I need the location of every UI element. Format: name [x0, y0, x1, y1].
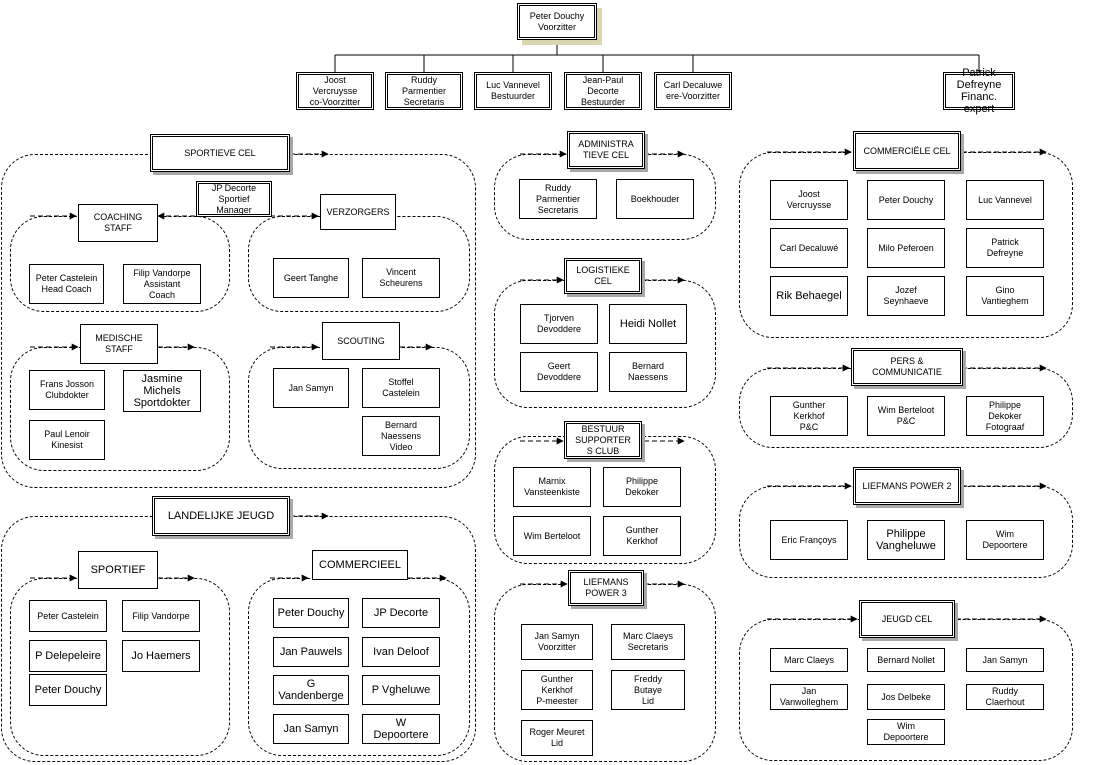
admin-member-box: Boekhouder: [616, 179, 694, 219]
power3-member-box: Marc Claeys Secretaris: [611, 624, 685, 660]
youth-cell-member-box: Jan Samyn: [966, 648, 1044, 672]
youth-commercial-box: Jan Samyn: [273, 714, 349, 744]
commercial-member-box: Milo Peferoen: [867, 228, 945, 268]
medical-member-box: Jasmine Michels Sportdokter: [123, 370, 201, 412]
youth-sportief-box: Jo Haemers: [122, 640, 200, 672]
youth-cell-member-box: Jan Vanwolleghem: [770, 684, 848, 710]
power3-member-box: Jan Samyn Voorzitter: [521, 624, 593, 660]
liefmans-power-2-title: LIEFMANS POWER 2: [853, 467, 961, 505]
board-member-box: Carl Decaluwe ere-Voorzitter: [654, 72, 732, 110]
commercial-member-box: Luc Vannevel: [966, 180, 1044, 220]
power2-member-box: Eric Françoys: [770, 520, 848, 560]
sportieve-cel-title: SPORTIEVE CEL: [150, 134, 290, 172]
youth-commercial-box: Jan Pauwels: [273, 637, 349, 667]
medical-member-box: Paul Lenoir Kinesist: [29, 420, 105, 460]
supporters-club-title: BESTUUR SUPPORTER S CLUB: [564, 421, 642, 459]
power3-member-box: Freddy Butaye Lid: [611, 670, 685, 710]
youth-cell-member-box: Marc Claeys: [770, 648, 848, 672]
commercial-member-box: Carl Decaluwé: [770, 228, 848, 268]
admin-member-box: Ruddy Parmentier Secretaris: [519, 179, 597, 219]
administratieve-cel-title: ADMINISTRA TIEVE CEL: [567, 131, 645, 169]
youth-commercial-box: G Vandenberge: [273, 675, 349, 705]
supporter-member-box: Marnix Vansteenkiste: [513, 467, 591, 507]
youth-sportief-box: P Delepeleire: [29, 640, 107, 672]
logistieke-cel-title: LOGISTIEKE CEL: [564, 258, 642, 294]
youth-commercial-box: Ivan Deloof: [362, 637, 440, 667]
youth-cell-member-box: Jos Delbeke: [867, 684, 945, 710]
youth-commercial-box: P Vgheluwe: [362, 675, 440, 705]
logistics-member-box: Bernard Naessens: [609, 352, 687, 392]
jeugd-cel-title: JEUGD CEL: [859, 600, 955, 638]
logistics-member-box: Heidi Nollet: [609, 304, 687, 344]
power3-member-box: Roger Meuret Lid: [521, 720, 593, 756]
youth-sportief-box: Peter Douchy: [29, 674, 107, 706]
sportief-manager-box: JP Decorte Sportief Manager: [196, 181, 272, 217]
sportief-title: SPORTIEF: [78, 551, 158, 589]
press-member-box: Philippe Dekoker Fotograaf: [966, 396, 1044, 436]
commercial-member-box: Gino Vantieghem: [966, 276, 1044, 316]
coach-box: Peter Castelein Head Coach: [29, 264, 104, 304]
supporter-member-box: Philippe Dekoker: [603, 467, 681, 507]
youth-sportief-box: Filip Vandorpe: [122, 600, 200, 632]
power2-member-box: Philippe Vangheluwe: [867, 520, 945, 560]
board-member-box: Ruddy Parmentier Secretaris: [385, 72, 463, 110]
board-member-box: Joost Vercruysse co-Voorzitter: [296, 72, 374, 110]
board-member-box: Jean-Paul Decorte Bestuurder: [564, 72, 642, 110]
youth-commercial-box: Peter Douchy: [273, 598, 349, 628]
coaching-staff-title: COACHING STAFF: [78, 204, 158, 242]
commercial-member-box: Joost Vercruysse: [770, 180, 848, 220]
verzorger-box: Geert Tanghe: [273, 258, 349, 298]
power2-member-box: Wim Depoortere: [966, 520, 1044, 560]
liefmans-power-3-title: LIEFMANS POWER 3: [568, 570, 644, 606]
youth-cell-member-box: Bernard Nollet: [867, 648, 945, 672]
finance-expert-box: Patrick Defreyne Financ. expert: [943, 67, 1015, 115]
board-member-box: Luc Vannevel Bestuurder: [474, 72, 552, 110]
scout-box: Bernard Naessens Video: [362, 416, 440, 456]
press-member-box: Wim Berteloot P&C: [867, 396, 945, 436]
youth-cell-member-box: Ruddy Claerhout: [966, 684, 1044, 710]
commercieel-title: COMMERCIEEL: [312, 550, 408, 580]
scout-box: Stoffel Castelein: [362, 368, 440, 408]
commercial-member-box: Rik Behaegel: [770, 276, 848, 316]
verzorgers-title: VERZORGERS: [320, 194, 396, 230]
power3-member-box: Gunther Kerkhof P-meester: [521, 670, 593, 710]
youth-commercial-box: W Depoortere: [362, 714, 440, 744]
supporter-member-box: Wim Berteloot: [513, 516, 591, 556]
commercial-member-box: Jozef Seynhaeve: [867, 276, 945, 316]
youth-commercial-box: JP Decorte: [362, 598, 440, 628]
medische-staff-title: MEDISCHE STAFF: [80, 324, 158, 364]
scouting-title: SCOUTING: [322, 322, 400, 360]
logistics-member-box: Geert Devoddere: [520, 352, 598, 392]
commercial-member-box: Peter Douchy: [867, 180, 945, 220]
press-member-box: Gunther Kerkhof P&C: [770, 396, 848, 436]
verzorger-box: Vincent Scheurens: [362, 258, 440, 298]
medical-member-box: Frans Josson Clubdokter: [29, 370, 105, 410]
coach-box: Filip Vandorpe Assistant Coach: [123, 264, 201, 304]
scout-box: Jan Samyn: [273, 368, 349, 408]
logistics-member-box: Tjorven Devoddere: [520, 304, 598, 344]
pers-communicatie-title: PERS & COMMUNICATIE: [851, 348, 963, 386]
president-box: Peter Douchy Voorzitter: [517, 3, 597, 40]
commercial-member-box: Patrick Defreyne: [966, 228, 1044, 268]
youth-sportief-box: Peter Castelein: [29, 600, 107, 632]
supporter-member-box: Gunther Kerkhof: [603, 516, 681, 556]
landelijke-jeugd-title: LANDELIJKE JEUGD: [152, 496, 290, 536]
youth-cell-member-box: Wim Depoortere: [867, 719, 945, 745]
commerciele-cel-title: COMMERCIËLE CEL: [853, 131, 961, 171]
